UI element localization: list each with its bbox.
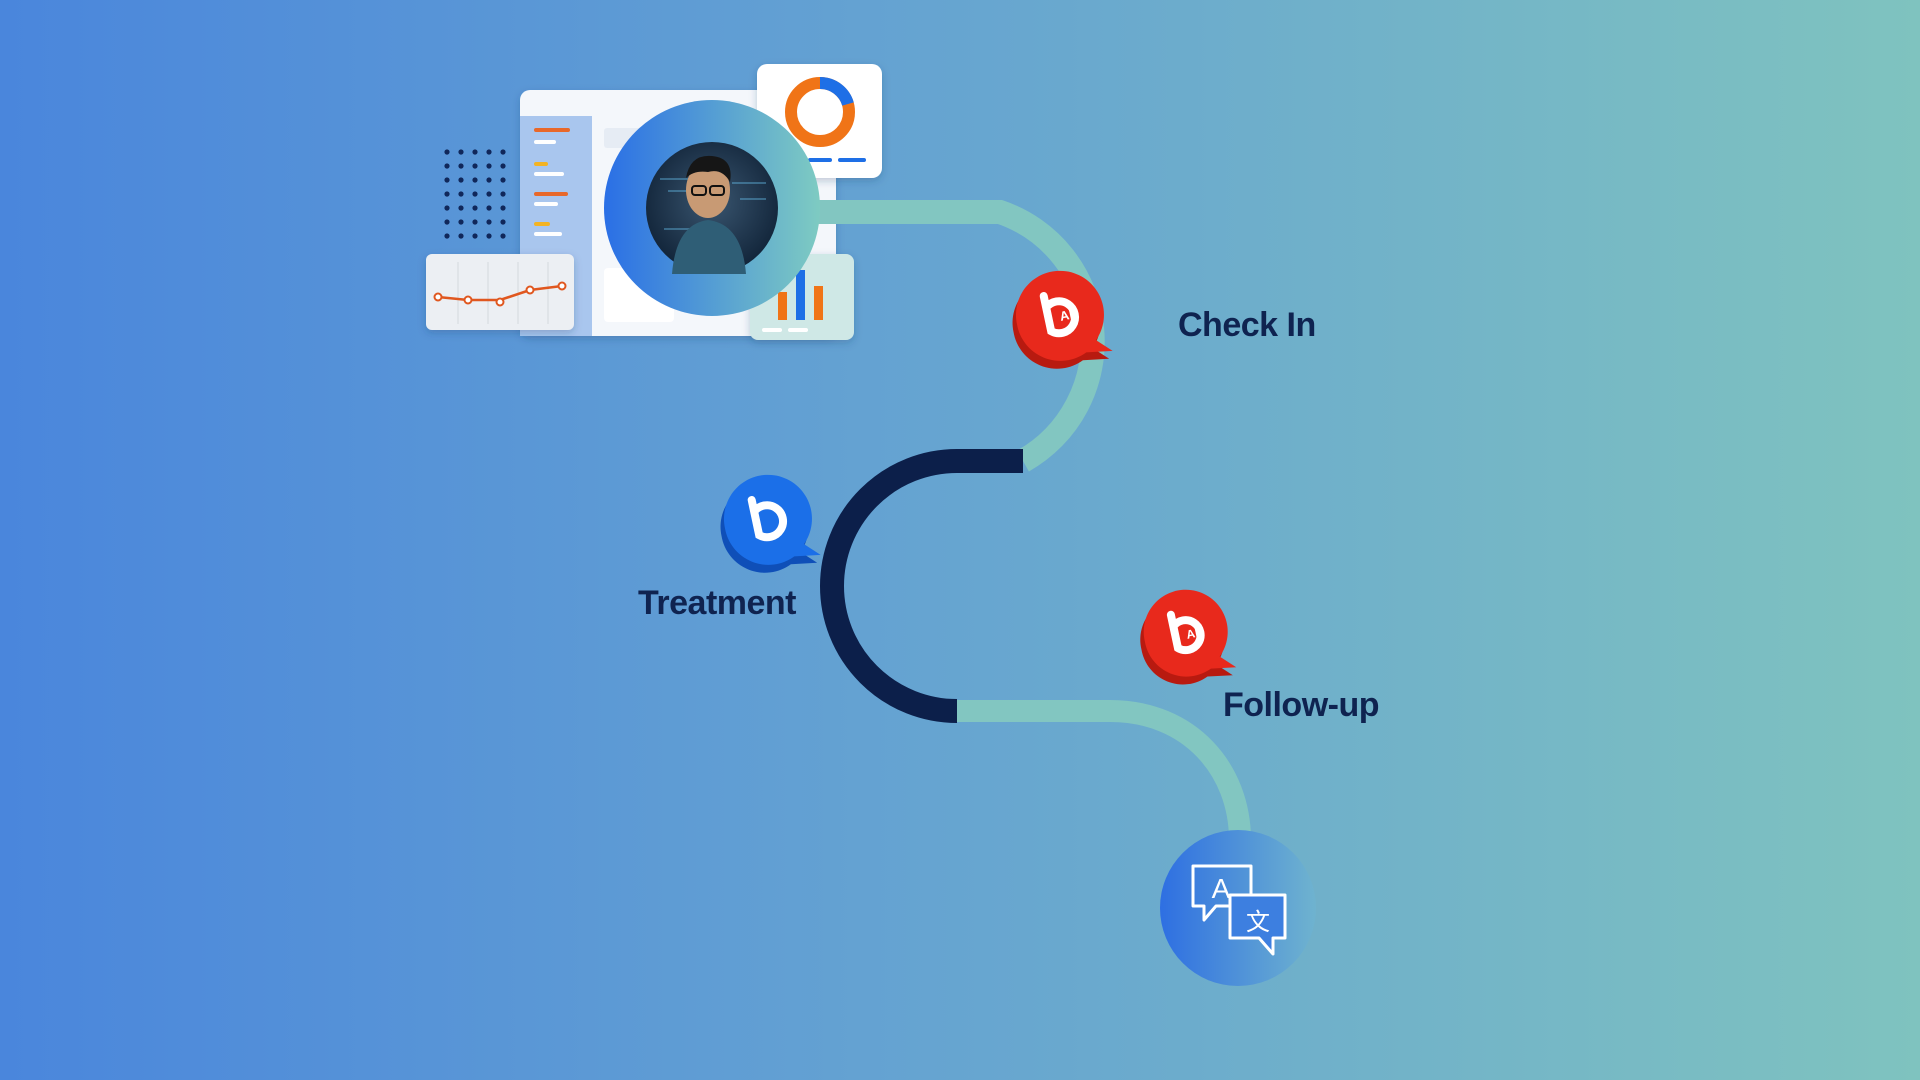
- dot-grid-decoration: [444, 149, 506, 239]
- path-segment-followup: [957, 700, 1251, 841]
- step-label-treatment: Treatment: [638, 584, 797, 622]
- step-label-check-in: Check In: [1178, 306, 1316, 344]
- ai-text: AI: [1185, 626, 1200, 642]
- line-chart-card: [426, 254, 574, 330]
- start-avatar: [604, 100, 820, 316]
- translate-target-glyph: 文: [1246, 908, 1270, 936]
- check-in-badge-icon: AI: [1012, 270, 1113, 369]
- translate-source-glyph: A: [1212, 873, 1231, 904]
- ai-text: AI: [1058, 307, 1074, 324]
- translate-endpoint: A 文: [1160, 830, 1316, 986]
- treatment-badge-icon: [720, 474, 821, 573]
- step-label-follow-up: Follow-up: [1223, 686, 1380, 724]
- path-segment-treatment: [820, 449, 1023, 723]
- translate-icon: [1191, 864, 1287, 956]
- follow-up-badge-icon: AI: [1140, 589, 1237, 685]
